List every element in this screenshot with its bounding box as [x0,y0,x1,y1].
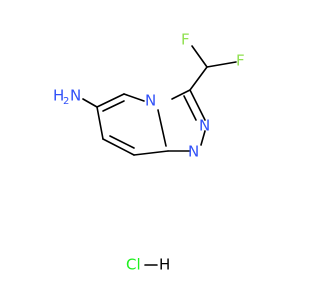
amine-subscript: 2 [63,96,69,107]
hcl-salt-label: Cl H [126,256,170,274]
amine-nitrogen: N [70,87,81,105]
bond-c5-c6-double [96,93,125,108]
amine-group-label: H 2 N [53,87,81,108]
atom-nitrogen-triazole-lower: N [188,143,199,161]
bond-c-f-left [191,45,208,68]
chlorine-atom: Cl [126,256,141,274]
bond-c3-n4 [171,89,191,100]
bond-c3-n2-double-inner [183,95,197,121]
amine-hydrogen: H [53,87,64,105]
bond-c-f-right [206,61,237,68]
atom-nitrogen-bridge: N [145,92,156,110]
atom-nitrogen-triazole-upper: N [199,117,210,135]
atom-fluorine-right: F [236,52,245,70]
atom-fluorine-left: F [181,31,190,49]
bond-c3-chf2 [189,66,208,91]
bond-n4-c5 [123,93,145,102]
structure-canvas: F F N N N H 2 N Cl H [53,31,245,274]
bond-c5-c6-double-inner [102,100,125,112]
molecule-diagram: F F N N N H 2 N Cl H [53,31,245,274]
atom-labels: F F N N N H 2 N Cl H [53,31,245,274]
hydrogen-atom: H [159,256,170,274]
bond-c8-c8a [133,150,169,156]
bond-c8a-n4 [157,109,167,147]
bond-n2-n1 [200,130,206,146]
bond-c3-n2-double [189,89,206,121]
bond-c7-c8-double-inner [109,135,135,149]
bond-c7-c8-double [102,138,135,156]
bond-layer [82,45,237,266]
bond-c6-nh2 [82,98,98,108]
bond-c6-c7 [96,106,104,140]
